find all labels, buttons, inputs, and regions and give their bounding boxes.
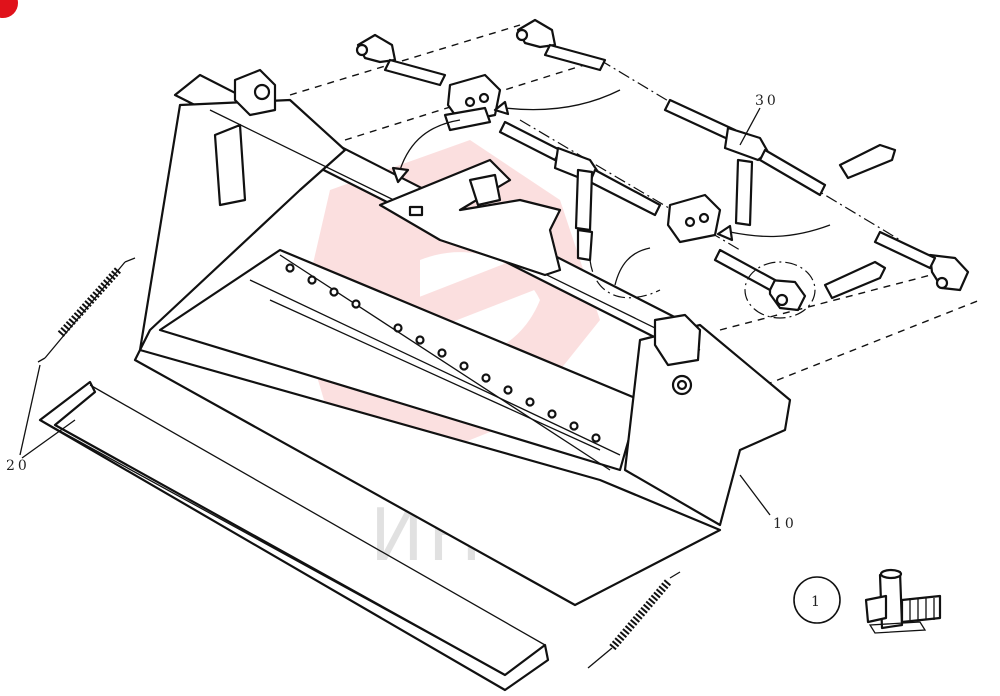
bolt-holes [285,263,601,443]
callout-10: 10 [773,516,797,532]
leader-20a [19,364,41,456]
spring-right [587,571,681,669]
callout-1: 1 [811,594,823,610]
bucket [133,68,792,607]
tee-assembly [589,98,970,319]
spring-left [37,257,136,363]
leader-10 [739,474,771,516]
legend-circle: 1 [793,576,841,624]
tool-icon [864,568,942,634]
callout-20: 20 [6,458,30,474]
cutting-edge-plate [38,380,550,692]
leader-20b [21,419,76,459]
callout-30: 30 [755,93,779,109]
corner-badge [0,0,18,18]
assembly-lines [289,24,981,386]
hose-fittings-top [355,18,662,262]
